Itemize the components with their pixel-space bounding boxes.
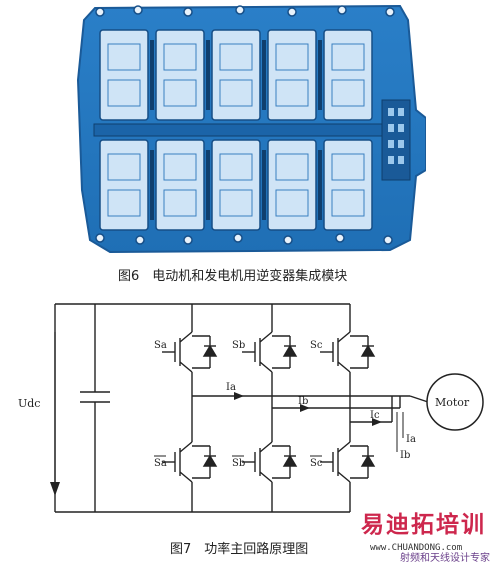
switch-label-sa-bottom: Sa	[154, 458, 167, 469]
watermark-brand: 易迪拓培训	[361, 512, 486, 538]
current-label-ia: Ia	[226, 382, 236, 393]
watermark-url: www.CHUANDONG.com	[370, 543, 463, 553]
udc-label: Udc	[18, 397, 40, 410]
switch-label-sc-bottom: Sc	[310, 458, 323, 469]
power-circuit-diagram: Udc Sa Sb Sc Sa Sb Sc Ia Ib Ic Ia Ib Mot…	[0, 292, 496, 538]
current-label-ib: Ib	[298, 396, 308, 407]
current-label-ib-motor: Ib	[400, 450, 410, 461]
figure7-caption: 图7 功率主回路原理图	[170, 542, 309, 557]
figure6-caption: 图6 电动机和发电机用逆变器集成模块	[118, 269, 348, 284]
inverter-module-photo	[70, 0, 427, 256]
current-label-ia-motor: Ia	[406, 434, 416, 445]
switch-label-sa-top: Sa	[154, 340, 167, 351]
current-label-ic: Ic	[370, 410, 380, 421]
switch-label-sb-bottom: Sb	[232, 458, 245, 469]
switch-label-sb-top: Sb	[232, 340, 245, 351]
switch-label-sc-top: Sc	[310, 340, 323, 351]
motor-label: Motor	[435, 396, 470, 409]
watermark: 易迪拓培训 www.CHUANDONG.com 射频和天线设计专家	[300, 505, 496, 564]
watermark-tagline: 射频和天线设计专家	[400, 553, 490, 564]
